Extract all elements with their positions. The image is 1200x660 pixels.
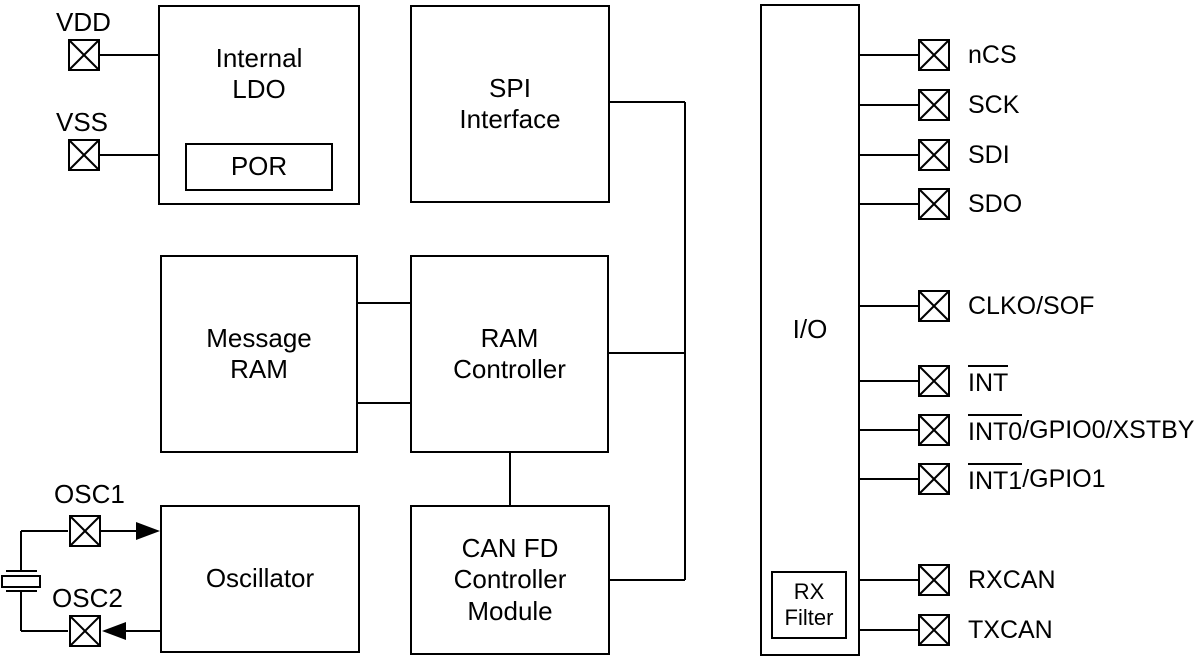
crossed-pad-icon (918, 414, 950, 446)
crystal-symbol (1, 570, 41, 592)
pin-box-sck (918, 89, 950, 121)
pin-label-vdd: VDD (56, 7, 111, 37)
pin-label-text-part: TXCAN (968, 615, 1053, 644)
pin-box-rxcan (918, 564, 950, 596)
pin-label-text-part: /GPIO0/XSTBY (1022, 415, 1195, 444)
pin-box-int (918, 365, 950, 397)
crossed-pad-icon (68, 139, 100, 171)
crossed-pad-icon (918, 290, 950, 322)
block-rx-filter-label: RX Filter (784, 578, 834, 630)
crossed-pad-icon (69, 615, 101, 647)
pin-label-osc1: OSC1 (54, 479, 125, 509)
pin-label-int0-gpio0-xstby: INT0/GPIO0/XSTBY (968, 413, 1195, 447)
pin-label-osc2: OSC2 (52, 583, 123, 613)
pin-label-txcan: TXCAN (968, 614, 1053, 646)
block-ram-controller-label: RAM Controller (453, 322, 566, 384)
pin-label-rxcan: RXCAN (968, 564, 1056, 596)
pin-box-sdo (918, 188, 950, 220)
block-spi-interface-label: SPI Interface (459, 72, 561, 134)
osc2-arrow-icon (102, 622, 126, 640)
pin-label-sdo: SDO (968, 188, 1022, 220)
pin-label-sdi: SDI (968, 139, 1010, 171)
block-can-fd-controller-module: CAN FD Controller Module (410, 505, 610, 655)
pin-label-vss: VSS (56, 107, 109, 137)
pin-box-osc2 (69, 615, 101, 647)
crossed-pad-icon (918, 365, 950, 397)
pin-label-text-part: SCK (968, 90, 1020, 119)
pin-label-text-part: SDI (968, 140, 1010, 169)
pin-box-ncs (918, 39, 950, 71)
crossed-pad-icon (918, 89, 950, 121)
block-por-label: POR (230, 151, 288, 182)
crossed-pad-icon (69, 515, 101, 547)
pin-label-text-part: nCS (968, 40, 1017, 69)
pin-box-sdi (918, 139, 950, 171)
pin-label-ncs: nCS (968, 39, 1017, 71)
pin-label-int1-gpio1: INT1/GPIO1 (968, 462, 1106, 496)
crossed-pad-icon (68, 39, 100, 71)
pin-label-text-part: SDO (968, 189, 1023, 218)
pin-box-int0-gpio0-xstby (918, 414, 950, 446)
block-oscillator: Oscillator (160, 505, 360, 653)
pin-label-overline-part: INT1 (968, 462, 1023, 496)
crossed-pad-icon (918, 564, 950, 596)
pin-box-osc1 (69, 515, 101, 547)
pin-box-txcan (918, 614, 950, 646)
pin-label-text-part: /GPIO1 (1022, 464, 1106, 493)
block-rx-filter: RX Filter (771, 571, 847, 639)
block-internal-ldo-label: Internal LDO (215, 43, 303, 105)
pin-box-vss (68, 139, 100, 171)
pin-label-text-part: CLKO/SOF (968, 291, 1095, 320)
pin-label-sck: SCK (968, 89, 1019, 121)
block-message-ram-label: Message RAM (206, 322, 312, 384)
osc1-arrow-icon (136, 522, 160, 540)
crossed-pad-icon (918, 463, 950, 495)
pin-box-clko-sof (918, 290, 950, 322)
block-internal-ldo: Internal LDO (158, 5, 360, 205)
pin-label-int: INT (968, 364, 1009, 398)
crossed-pad-icon (918, 614, 950, 646)
block-message-ram: Message RAM (160, 255, 358, 453)
block-por: POR (185, 143, 333, 191)
block-io-label: I/O (792, 314, 828, 345)
pin-label-overline-part: INT0 (968, 413, 1023, 447)
pin-label-clko-sof: CLKO/SOF (968, 290, 1094, 322)
pin-label-text-part: RXCAN (968, 565, 1056, 594)
block-io: I/O (760, 4, 860, 656)
block-ram-controller: RAM Controller (410, 255, 609, 453)
crossed-pad-icon (918, 188, 950, 220)
pin-box-int1-gpio1 (918, 463, 950, 495)
pin-label-overline-part: INT (968, 364, 1009, 398)
block-spi-interface: SPI Interface (410, 5, 610, 203)
block-can-fd-controller-module-label: CAN FD Controller Module (453, 533, 567, 626)
crossed-pad-icon (918, 39, 950, 71)
pin-box-vdd (68, 39, 100, 71)
block-oscillator-label: Oscillator (205, 563, 315, 594)
crossed-pad-icon (918, 139, 950, 171)
